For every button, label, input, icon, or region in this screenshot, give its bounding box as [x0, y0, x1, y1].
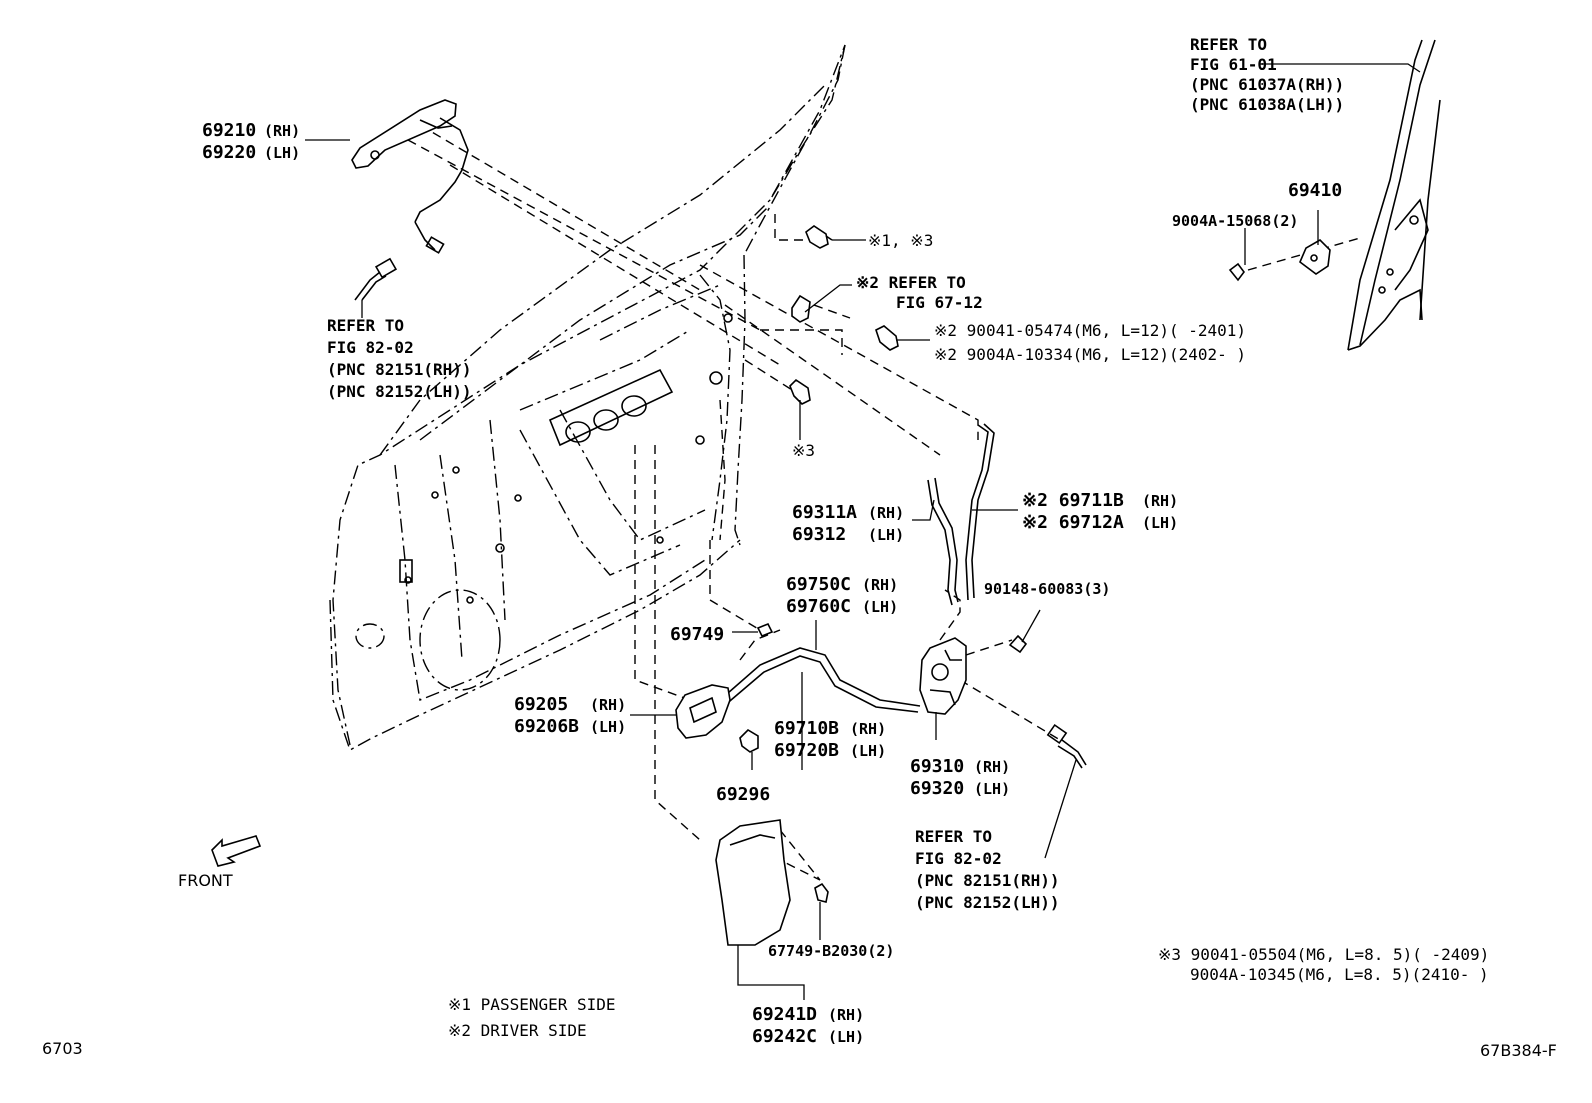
front-arrow-icon: [211, 835, 262, 867]
label-69206b: 69206B: [514, 716, 579, 737]
label-69720b: 69720B: [774, 740, 839, 761]
ref-61-01-line3: (PNC 61037A(RH)): [1190, 75, 1344, 94]
label-69712a: ※2 69712A: [1022, 512, 1124, 533]
label-69205-side: (RH): [590, 696, 626, 714]
label-69750c-side: (RH): [862, 576, 898, 594]
ref-82-02-right-line3: (PNC 82151(RH)): [915, 871, 1060, 890]
label-69210: 69210: [202, 120, 256, 141]
label-69241d: 69241D: [752, 1004, 817, 1025]
label-69310: 69310: [910, 756, 964, 777]
ref-82-02-left-line3: (PNC 82151(RH)): [327, 360, 472, 379]
label-69711b-side: (RH): [1142, 492, 1178, 510]
label-69711b: ※2 69711B: [1022, 490, 1124, 511]
label-69320: 69320: [910, 778, 964, 799]
connector-left: [354, 257, 398, 301]
leader-lines: [305, 63, 1421, 1000]
label-front: FRONT: [178, 871, 233, 890]
ref-82-02-right-line4: (PNC 82152(LH)): [915, 893, 1060, 912]
ref-82-02-right-line1: REFER TO: [915, 827, 992, 846]
label-69320-side: (LH): [974, 780, 1010, 798]
door-inner-panel: [329, 44, 846, 752]
label-69296: 69296: [716, 784, 770, 805]
connector-right: [1046, 723, 1087, 769]
ref-61-01-line2: FIG 61-01: [1190, 55, 1277, 74]
lock-cover: [715, 819, 791, 946]
label-69220: 69220: [202, 142, 256, 163]
bolt-driver: [875, 325, 899, 351]
clip-69749: [756, 622, 774, 638]
label-69760c-side: (LH): [862, 598, 898, 616]
door-striker: [1299, 239, 1331, 275]
label-bolt-note-13: ※1, ※3: [868, 231, 933, 250]
ref-82-02-left-line4: (PNC 82152(LH)): [327, 382, 472, 401]
striker-screw: [1228, 262, 1245, 282]
ref-61-01-line1: REFER TO: [1190, 35, 1267, 54]
ref-82-02-left-line2: FIG 82-02: [327, 338, 414, 357]
label-bolt-2b: ※2 9004A-10334(M6, L=12)(2402- ): [934, 345, 1246, 364]
ref-61-01-line4: (PNC 61038A(LH)): [1190, 95, 1344, 114]
note-passenger-side: ※1 PASSENGER SIDE: [448, 995, 616, 1014]
lock-rods: [927, 423, 995, 606]
label-69206b-side: (LH): [590, 718, 626, 736]
door-pillar: [1347, 39, 1441, 351]
label-69241d-side: (RH): [828, 1006, 864, 1024]
label-69311a: 69311A: [792, 502, 857, 523]
handle-screw: [739, 728, 759, 753]
label-9004a-15068: 9004A-15068(2): [1172, 212, 1298, 230]
label-69410: 69410: [1288, 180, 1342, 201]
bolt-3: [789, 378, 811, 405]
label-69760c: 69760C: [786, 596, 851, 617]
callouts: 69210 (RH) 69220 (LH) REFER TO FIG 82-02…: [42, 35, 1557, 1060]
inside-handle: [675, 684, 731, 739]
note-driver-side: ※2 DRIVER SIDE: [448, 1021, 587, 1040]
label-69720b-side: (LH): [850, 742, 886, 760]
label-69311a-side: (RH): [868, 504, 904, 522]
page-code: 6703: [42, 1039, 83, 1058]
lock-cable: [719, 647, 921, 713]
label-67749-b2030: 67749-B2030(2): [768, 942, 894, 960]
label-69710b: 69710B: [774, 718, 839, 739]
label-69210-side: (RH): [264, 122, 300, 140]
ref-82-02-left-line1: REFER TO: [327, 316, 404, 335]
figure-code: 67B384-F: [1480, 1041, 1557, 1060]
outside-handle: [351, 99, 469, 254]
label-bolt-3b: 9004A-10345(M6, L=8. 5)(2410- ): [1190, 965, 1489, 984]
ref-82-02-right-line2: FIG 82-02: [915, 849, 1002, 868]
cover-fastener: [814, 882, 829, 903]
clip-refer-67-12: [791, 294, 811, 323]
label-69710b-side: (RH): [850, 720, 886, 738]
label-69310-side: (RH): [974, 758, 1010, 776]
label-90148-60083: 90148-60083(3): [984, 580, 1110, 598]
bolt-top: [805, 225, 833, 249]
label-69242c: 69242C: [752, 1026, 817, 1047]
door-lock-assembly: [919, 637, 967, 715]
label-bolt-note-3: ※3: [792, 441, 815, 460]
label-69312: 69312: [792, 524, 846, 545]
label-bolt-3a: ※3 90041-05504(M6, L=8. 5)( -2409): [1158, 945, 1489, 964]
ref-67-12-line1: ※2 REFER TO: [856, 273, 966, 292]
label-69220-side: (LH): [264, 144, 300, 162]
ref-67-12-line2: FIG 67-12: [896, 293, 983, 312]
label-69242c-side: (LH): [828, 1028, 864, 1046]
label-69312-side: (LH): [868, 526, 904, 544]
label-69750c: 69750C: [786, 574, 851, 595]
label-69749: 69749: [670, 624, 724, 645]
label-69205: 69205: [514, 694, 568, 715]
label-69712a-side: (LH): [1142, 514, 1178, 532]
label-bolt-2a: ※2 90041-05474(M6, L=12)( -2401): [934, 321, 1246, 340]
lock-screw: [1008, 634, 1028, 654]
